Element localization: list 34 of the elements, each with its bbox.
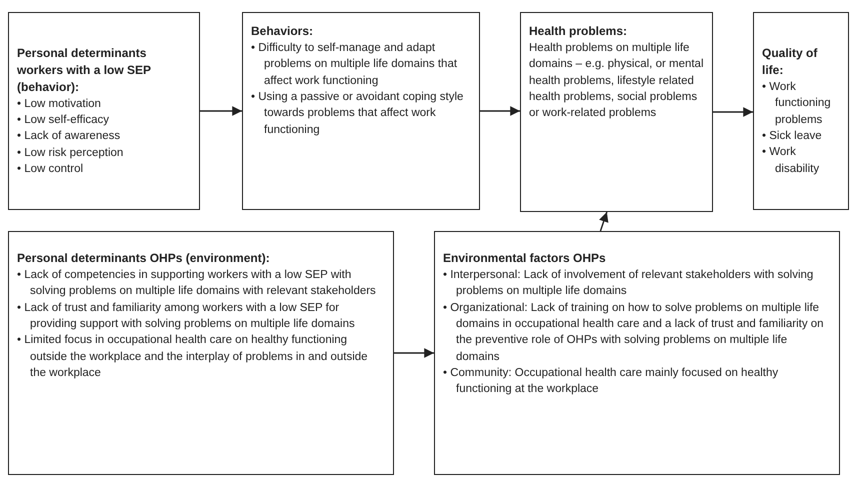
text-box (242, 12, 480, 210)
bullet-item: • Lack of competencies in supporting workers with a low SEP with solving problems on multiple life domains with relevant stakeholders (17, 268, 377, 300)
box-heading: Environmental factors OHPs (443, 250, 607, 267)
bullet-item: • Using a passive or avoidant coping style towards problems that affect work functioning (251, 90, 464, 138)
bullet-item: • Interpersonal: Lack of involvement of relevant stakeholders with solving problems on multiple life domains (443, 268, 814, 300)
bullet-item: • Sick leave (762, 129, 823, 144)
bullet-item: • Work disability (762, 145, 820, 177)
text-box (434, 231, 840, 475)
text-box (520, 12, 713, 212)
bullet-item: • Low self-efficacy (17, 113, 110, 128)
bullet-item: • Organizational: Lack of training on how to solve problems on multiple life domains in occupational health care and a lack of trust and familiarity on the preventive role of OHPs with solving problems on multiple life domains (443, 300, 825, 365)
box-heading: Personal determinants OHPs (environment): (17, 250, 271, 267)
bullet-item: • Low control (17, 162, 84, 178)
arrow (599, 212, 608, 232)
arrow (200, 106, 242, 116)
bullet-item: • Lack of trust and familiarity among workers with a low SEP for providing support with solving problems on multiple life domains (17, 300, 356, 332)
arrow (713, 107, 753, 117)
box-text: Health problems on multiple life domains – e.g. physical, or mental health problems, lifestyle related health problems, social problems or work-related problems (529, 41, 704, 122)
arrow (480, 106, 520, 116)
bullet-item: • Low motivation (17, 96, 102, 112)
bullet-item: • Lack of awareness (17, 129, 122, 144)
text-box (8, 231, 394, 475)
box-heading: Personal determinants workers with a low SEP (behavior): (17, 44, 152, 96)
arrow (394, 348, 434, 358)
bullet-item: • Work functioning problems (762, 80, 832, 128)
text-box (753, 12, 849, 210)
bullet-item: • Limited focus in occupational health care on healthy functioning outside the workplace and the interplay of problems in and outside the workplace (17, 333, 369, 381)
bullet-item: • Low risk perception (17, 146, 124, 161)
bullet-item: • Community: Occupational health care mainly focused on healthy functioning at the workplace (443, 366, 780, 398)
box-heading: Health problems: (529, 23, 628, 40)
box-heading: Quality of life: (762, 44, 818, 80)
bullet-item: • Difficulty to self-manage and adapt problems on multiple life domains that affect work functioning (251, 41, 458, 89)
text-box (8, 12, 200, 210)
box-heading: Behaviors: (251, 23, 314, 40)
